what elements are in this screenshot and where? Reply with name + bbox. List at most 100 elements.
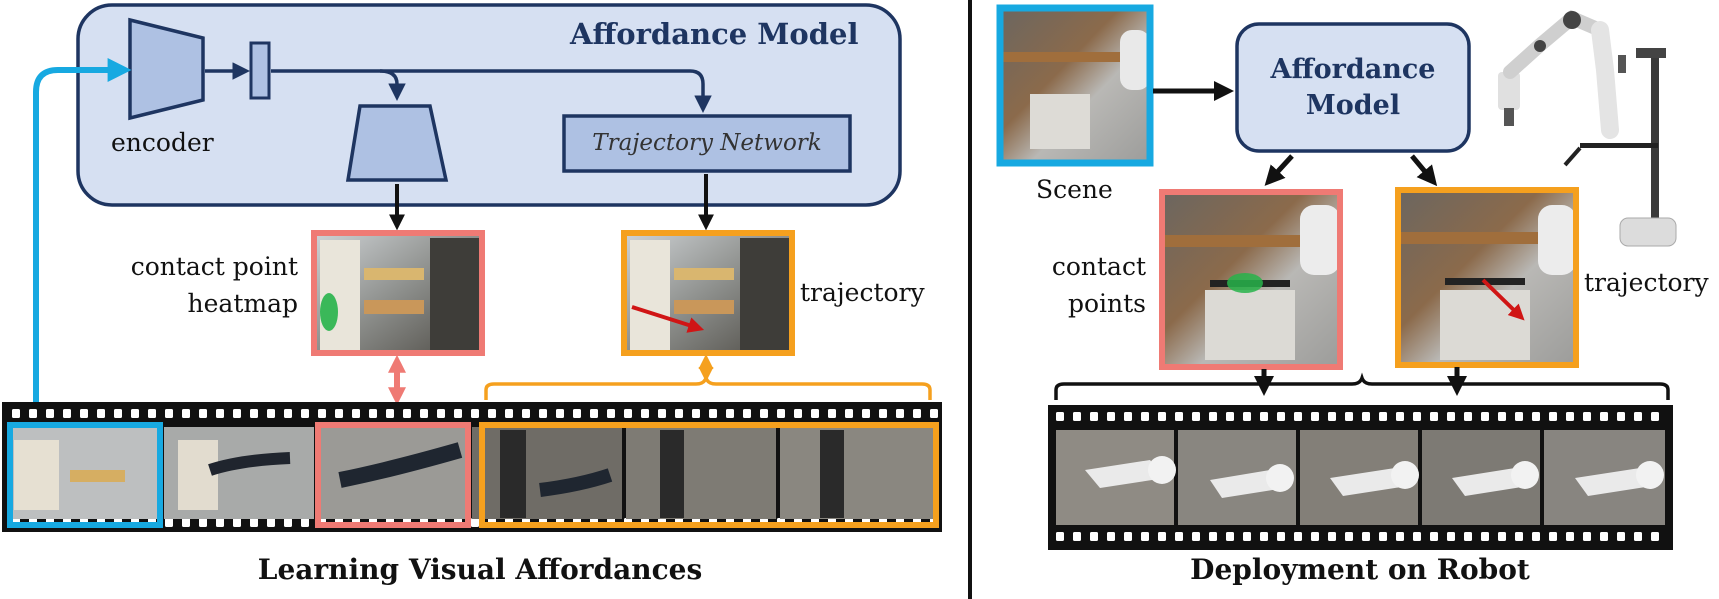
film-sprocket-hole — [1532, 412, 1540, 421]
film-sprocket-hole — [522, 409, 530, 418]
film-sprocket-hole — [726, 409, 734, 418]
film-sprocket-hole — [46, 409, 54, 418]
latent-to-decoder-arrow — [379, 69, 406, 101]
film-sprocket-hole — [1345, 532, 1353, 541]
film-sprocket-hole — [1294, 532, 1302, 541]
film-sprocket-hole — [1447, 532, 1455, 541]
film-sprocket-hole — [879, 409, 887, 418]
film-sprocket-hole — [148, 409, 156, 418]
heatmap-image — [311, 230, 485, 356]
film-sprocket-hole — [624, 409, 632, 418]
contact-label-line2: points — [1067, 289, 1146, 318]
latent-branch-line — [271, 69, 712, 113]
film-sprocket-hole — [1498, 532, 1506, 541]
film-sprocket-hole — [1107, 412, 1115, 421]
model-to-contact-arrow — [1264, 154, 1294, 186]
film-sprocket-hole — [1464, 412, 1472, 421]
affordance-model-box — [1235, 22, 1471, 153]
film-sprocket-hole — [1549, 532, 1557, 541]
film-sprocket-hole — [658, 409, 666, 418]
film-sprocket-hole — [590, 409, 598, 418]
film-sprocket-hole — [233, 518, 241, 527]
model-box-line2: Model — [1305, 90, 1401, 121]
film-sprocket-hole — [1073, 532, 1081, 541]
right-panel-title: Deployment on Robot — [1190, 553, 1530, 586]
left-panel-title: Learning Visual Affordances — [257, 553, 703, 586]
film-sprocket-hole — [1209, 412, 1217, 421]
film-sprocket-hole — [1124, 532, 1132, 541]
robot-trajectory-label: trajectory — [1584, 268, 1709, 297]
film-sprocket-hole — [1413, 532, 1421, 541]
film-sprocket-hole — [1617, 532, 1625, 541]
film-sprocket-hole — [301, 518, 309, 527]
film-sprocket-hole — [352, 409, 360, 418]
film-sprocket-hole — [1345, 412, 1353, 421]
film-sprocket-hole — [539, 409, 547, 418]
film-sprocket-hole — [97, 409, 105, 418]
heatmap-label-line2: heatmap — [187, 289, 298, 318]
film-sprocket-hole — [1107, 532, 1115, 541]
film-sprocket-hole — [1073, 412, 1081, 421]
film-sprocket-hole — [1124, 412, 1132, 421]
film-sprocket-hole — [12, 409, 20, 418]
film-sprocket-hole — [165, 409, 173, 418]
film-sprocket-hole — [1600, 412, 1608, 421]
model-box-line1: Affordance — [1270, 54, 1436, 85]
film-sprocket-hole — [777, 409, 785, 418]
film-sprocket-hole — [1158, 532, 1166, 541]
film-sprocket-hole — [1328, 412, 1336, 421]
trajectory-image — [621, 230, 795, 356]
decoder-shape — [345, 104, 449, 182]
film-sprocket-hole — [29, 409, 37, 418]
film-sprocket-hole — [454, 409, 462, 418]
film-sprocket-hole — [1396, 532, 1404, 541]
film-sprocket-hole — [1362, 412, 1370, 421]
film-sprocket-hole — [182, 518, 190, 527]
film-sprocket-hole — [1464, 532, 1472, 541]
film-sprocket-hole — [1158, 412, 1166, 421]
contact-point-blob — [1227, 273, 1263, 293]
contact-heatmap-blob — [320, 293, 338, 331]
input-frame-arrow — [33, 58, 132, 415]
film-sprocket-hole — [1209, 532, 1217, 541]
film-sprocket-hole — [301, 409, 309, 418]
film-sprocket-hole — [1311, 412, 1319, 421]
film-sprocket-hole — [1277, 532, 1285, 541]
film-sprocket-hole — [1175, 412, 1183, 421]
film-sprocket-hole — [267, 518, 275, 527]
film-sprocket-hole — [1175, 532, 1183, 541]
film-sprocket-hole — [1260, 532, 1268, 541]
film-sprocket-hole — [811, 409, 819, 418]
film-sprocket-hole — [1481, 532, 1489, 541]
film-sprocket-hole — [1226, 532, 1234, 541]
film-sprocket-hole — [1328, 532, 1336, 541]
left-film-strip — [2, 402, 942, 532]
heatmap-label-line1: contact point — [130, 252, 298, 281]
film-sprocket-hole — [1651, 532, 1659, 541]
film-sprocket-hole — [760, 409, 768, 418]
film-sprocket-hole — [1651, 412, 1659, 421]
latent-vector — [249, 41, 271, 100]
trajectory-network-label: Trajectory Network — [592, 130, 822, 156]
film-sprocket-hole — [1090, 412, 1098, 421]
film-sprocket-hole — [318, 409, 326, 418]
robot-arm-illustration — [1498, 9, 1619, 139]
film-sprocket-hole — [63, 409, 71, 418]
film-sprocket-hole — [1566, 532, 1574, 541]
film-sprocket-hole — [1243, 412, 1251, 421]
film-sprocket-hole — [675, 409, 683, 418]
film-sprocket-hole — [488, 409, 496, 418]
film-sprocket-hole — [335, 409, 343, 418]
film-sprocket-hole — [1294, 412, 1302, 421]
film-sprocket-hole — [1226, 412, 1234, 421]
film-sprocket-hole — [1549, 412, 1557, 421]
scene-image — [996, 4, 1154, 167]
film-sprocket-hole — [573, 409, 581, 418]
robot-trajectory-image — [1395, 187, 1579, 368]
film-sprocket-hole — [1379, 532, 1387, 541]
film-sprocket-hole — [845, 409, 853, 418]
film-sprocket-hole — [1515, 412, 1523, 421]
film-sprocket-hole — [420, 409, 428, 418]
film-sprocket-hole — [641, 409, 649, 418]
film-sprocket-hole — [1532, 532, 1540, 541]
